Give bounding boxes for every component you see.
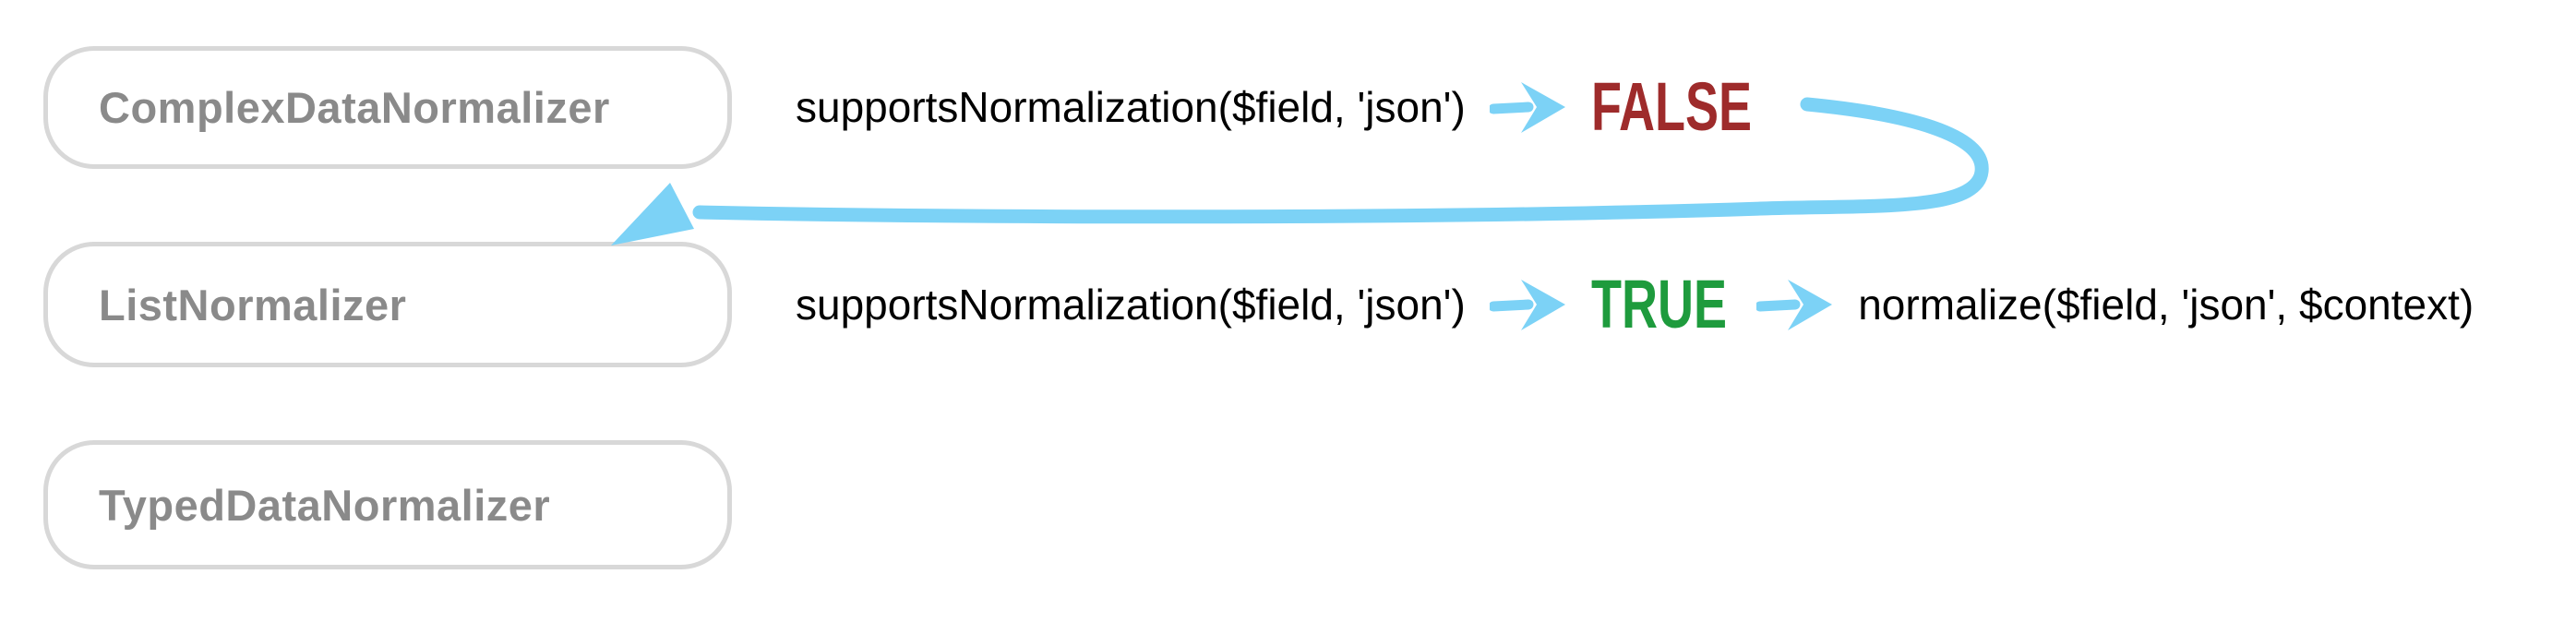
first-normalizer-call-row: supportsNormalization($field, 'json') FA… xyxy=(796,41,1811,173)
normalize-call: normalize($field, 'json', $context) xyxy=(1858,281,2474,329)
normalizer-box-label: ComplexDataNormalizer xyxy=(99,83,610,132)
result-true-label: TRUE xyxy=(1590,266,1727,342)
supports-normalization-call: supportsNormalization($field, 'json') xyxy=(796,281,1466,329)
supports-normalization-call: supportsNormalization($field, 'json') xyxy=(796,83,1466,131)
second-normalizer-call-row: supportsNormalization($field, 'json') TR… xyxy=(796,238,2474,371)
normalizer-box-complex-data: ComplexDataNormalizer xyxy=(43,46,732,169)
normalizer-box-list: ListNormalizer xyxy=(43,242,732,367)
arrow-right-icon xyxy=(1756,280,1833,330)
arrow-right-icon xyxy=(1489,280,1565,330)
arrow-right-icon xyxy=(1489,82,1565,133)
result-false-label: FALSE xyxy=(1590,68,1752,145)
normalizer-box-label: TypedDataNormalizer xyxy=(99,480,551,530)
normalizer-box-label: ListNormalizer xyxy=(99,280,407,329)
normalizer-box-typed-data: TypedDataNormalizer xyxy=(43,440,732,569)
